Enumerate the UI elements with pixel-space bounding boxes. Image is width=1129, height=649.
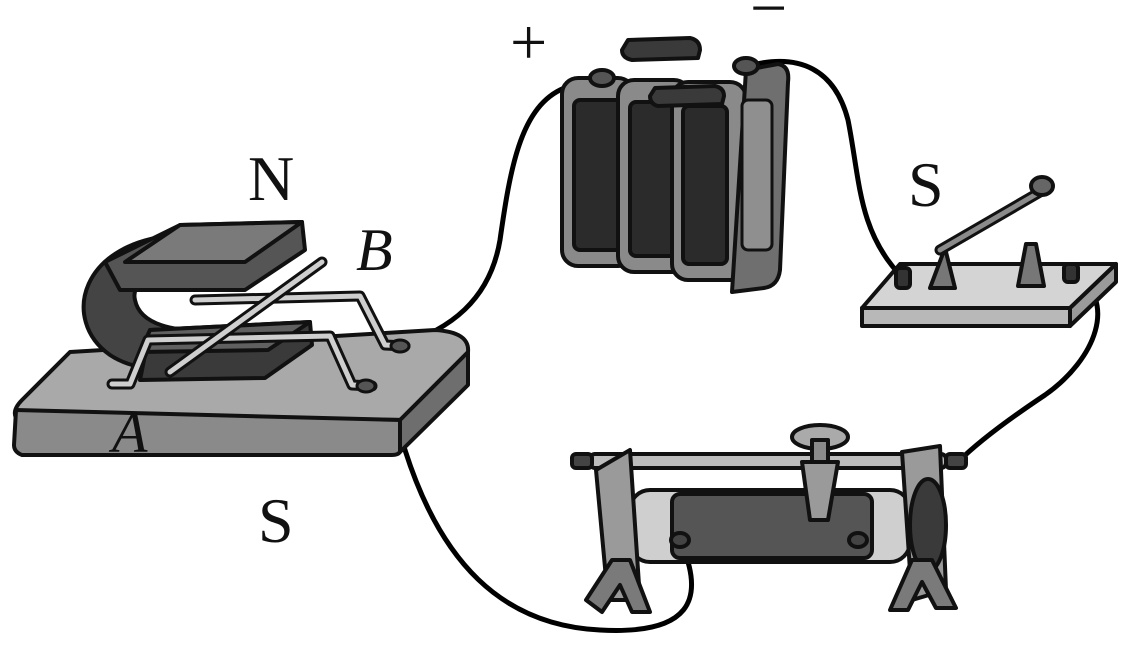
rail-terminal-front (355, 378, 377, 394)
rail-terminal-back (389, 338, 411, 354)
conducting-rod (164, 256, 328, 378)
rheostat-terminal-bottom-left (669, 531, 691, 549)
label-battery-positive: + (510, 6, 547, 79)
battery-cell-3-grille (681, 104, 729, 266)
battery-pack (560, 36, 791, 294)
label-rod-end-a: A (108, 400, 148, 465)
rod-inner (167, 259, 325, 375)
label-magnet-south: S (258, 485, 294, 556)
battery-negative-terminal (732, 56, 760, 76)
switch-hinge-post (928, 246, 957, 290)
base-side (398, 350, 470, 454)
battery-positive-terminal (588, 68, 616, 88)
switch-handle (1029, 175, 1055, 197)
rheostat-left-leg (584, 558, 652, 614)
rheostat-slider-stem (810, 438, 830, 464)
switch-jaw-post (1016, 242, 1046, 288)
battery-strap-front (648, 84, 726, 108)
label-magnet-north: N (248, 143, 294, 214)
rail-front-inner (109, 333, 375, 389)
label-switch: S (908, 149, 944, 220)
rheostat-slide-bar (588, 452, 948, 470)
battery-strap-back (620, 36, 702, 62)
switch-blade-inner (937, 189, 1043, 253)
label-battery-negative: − (750, 0, 787, 45)
switch-terminal-right (1062, 262, 1080, 284)
rheostat-right-leg (888, 558, 958, 612)
rheostat (570, 423, 968, 614)
battery-side-window (740, 98, 774, 252)
rheostat-slider-arm (800, 460, 840, 522)
switch-board-side (1068, 262, 1118, 328)
battery-cell-1-grille (572, 98, 624, 252)
label-rod-end-b: B (356, 217, 393, 283)
rheostat-coil (670, 492, 874, 560)
switch-terminal-left (894, 266, 912, 290)
rheostat-right-cap (908, 477, 948, 573)
magnet-north-arm-top (123, 220, 304, 264)
base-front (12, 408, 402, 457)
rheostat-terminal-left (570, 452, 594, 470)
rheostat-terminal-right (944, 452, 968, 470)
wire-battery-negative-to-switch (745, 58, 903, 278)
knife-switch (860, 175, 1118, 328)
rheostat-terminal-bottom-right (847, 531, 869, 549)
switch-board-front (860, 306, 1072, 328)
